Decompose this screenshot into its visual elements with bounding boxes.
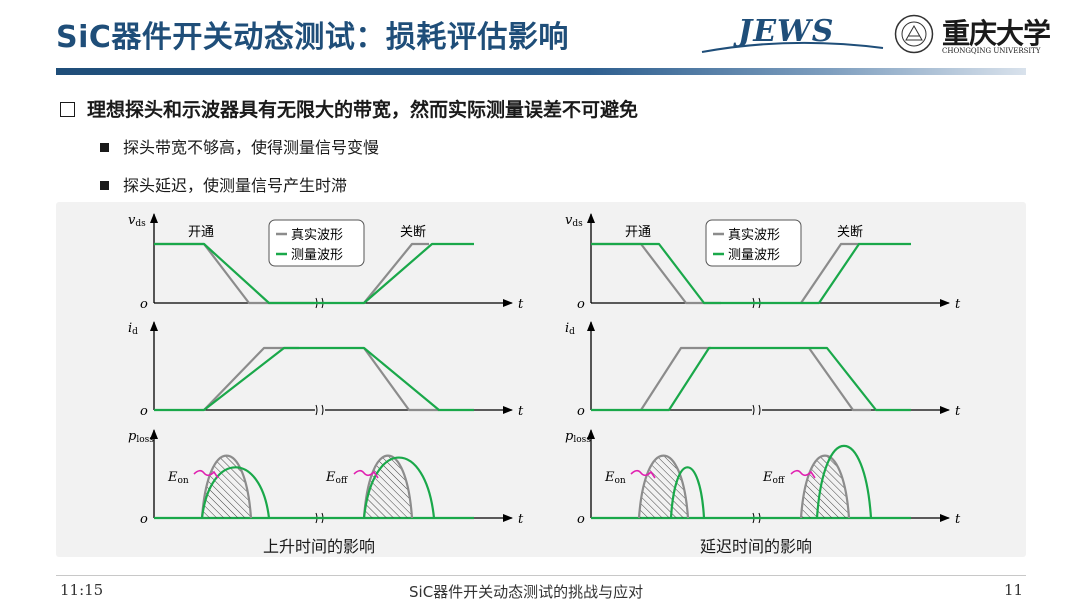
square-bullet-icon xyxy=(100,181,109,190)
eoff-energy-area xyxy=(364,455,412,518)
measured-id-waveform xyxy=(154,346,474,412)
id-axis-label: id xyxy=(565,321,575,337)
vds-axis-label: vds xyxy=(565,213,583,229)
measured-ploss-turn-on xyxy=(200,466,271,519)
legend-box xyxy=(268,219,365,267)
time-axis-label: t xyxy=(518,297,524,312)
eoff-pointer xyxy=(353,469,379,479)
eon-pointer xyxy=(630,469,656,479)
eon-pointer xyxy=(193,469,219,479)
footer-divider xyxy=(56,575,1026,576)
eoff-pointer xyxy=(790,469,816,479)
legend-meas-label: 测量波形 xyxy=(291,248,343,263)
turn-on-label: 开通 xyxy=(625,225,651,240)
origin-label: o xyxy=(577,297,585,312)
id-axis-label: id xyxy=(128,321,138,337)
legend-meas-label: 测量波形 xyxy=(728,248,780,263)
origin-label: o xyxy=(577,512,585,527)
university-logo-en: CHONGQING UNIVERSITY xyxy=(942,47,1041,55)
turn-on-label: 开通 xyxy=(188,225,214,240)
square-bullet-icon xyxy=(100,143,109,152)
university-logo-zh: 重庆大学 xyxy=(942,17,1051,50)
main-bullet: 理想探头和示波器具有无限大的带宽，然而实际测量误差不可避免 xyxy=(60,95,638,122)
main-bullet-text: 理想探头和示波器具有无限大的带宽，然而实际测量误差不可避免 xyxy=(87,99,639,121)
time-axis-label: t xyxy=(955,297,961,312)
page-title: SiC器件开关动态测试：损耗评估影响 xyxy=(56,20,569,55)
measured-vds-waveform xyxy=(154,242,474,305)
real-id-turn-off xyxy=(363,347,439,412)
sub-bullet: 探头带宽不够高，使得测量信号变慢 xyxy=(100,134,379,158)
measured-id-waveform xyxy=(591,346,911,412)
checkbox-bullet-icon xyxy=(60,102,75,117)
real-ploss-turn-off xyxy=(362,454,414,519)
ploss-axis-label: ploss xyxy=(565,429,591,445)
origin-label: o xyxy=(140,512,148,527)
axis-break-mark xyxy=(315,404,325,416)
measured-ploss-turn-off xyxy=(362,456,436,519)
real-vds-turn-on xyxy=(591,242,721,305)
sub-bullet: 探头延迟，使测量信号产生时滞 xyxy=(100,172,347,196)
page-number: 11 xyxy=(1004,581,1024,599)
axis-break-mark xyxy=(752,404,762,416)
vds-axis-label: vds xyxy=(128,213,146,229)
real-ploss-turn-on xyxy=(637,454,690,519)
footer-title: SiC器件开关动态测试的挑战与应对 xyxy=(409,583,644,601)
real-ploss-turn-off xyxy=(799,454,851,519)
eon-energy-area xyxy=(202,455,251,518)
title-underline-bar xyxy=(56,68,1026,75)
real-vds-turn-off xyxy=(363,242,429,304)
caption-delay-time: 延迟时间的影响 xyxy=(700,537,813,556)
eon-label: Eon xyxy=(167,470,189,486)
axis-break-stroke xyxy=(321,404,324,416)
origin-label: o xyxy=(140,297,148,312)
jews-logo-text: JEWS xyxy=(738,14,835,49)
turn-off-label: 关断 xyxy=(837,225,863,240)
axis-break-stroke xyxy=(315,404,318,416)
measured-ploss-turn-off xyxy=(815,444,873,519)
time-axis-label: t xyxy=(518,404,524,419)
ploss-axis-label: ploss xyxy=(128,429,154,445)
axis-break-stroke xyxy=(758,404,761,416)
jews-logo: JEWS xyxy=(700,14,885,56)
eoff-label: Eoff xyxy=(325,470,348,486)
axis-break-gap xyxy=(752,404,762,416)
legend-real-label: 真实波形 xyxy=(728,228,780,243)
legend-box xyxy=(705,219,802,267)
axis-break-gap xyxy=(315,404,325,416)
eon-label: Eon xyxy=(604,470,626,486)
legend-real-label: 真实波形 xyxy=(291,228,343,243)
caption-rise-time: 上升时间的影响 xyxy=(263,537,376,556)
real-id-turn-off xyxy=(808,347,871,412)
eon-energy-area xyxy=(639,455,688,518)
origin-label: o xyxy=(577,404,585,419)
university-seal-icon xyxy=(894,14,934,54)
eoff-energy-area xyxy=(801,455,849,518)
time-axis-label: t xyxy=(955,404,961,419)
real-ploss-turn-on xyxy=(200,454,253,519)
origin-label: o xyxy=(140,404,148,419)
sub-bullet-text: 探头带宽不够高，使得测量信号变慢 xyxy=(123,138,380,157)
sub-bullet-text: 探头延迟，使测量信号产生时滞 xyxy=(123,176,348,195)
axis-break-stroke xyxy=(752,404,755,416)
time-axis-label: t xyxy=(955,512,961,527)
real-id-turn-on xyxy=(203,346,299,411)
eoff-label: Eoff xyxy=(762,470,785,486)
measured-vds-waveform xyxy=(591,242,911,305)
time-axis-label: t xyxy=(518,512,524,527)
turn-off-label: 关断 xyxy=(400,225,426,240)
real-id-turn-on xyxy=(640,346,711,411)
measured-ploss-turn-on xyxy=(669,466,706,519)
real-vds-turn-off xyxy=(800,242,859,304)
footer-time: 11:15 xyxy=(60,581,104,599)
